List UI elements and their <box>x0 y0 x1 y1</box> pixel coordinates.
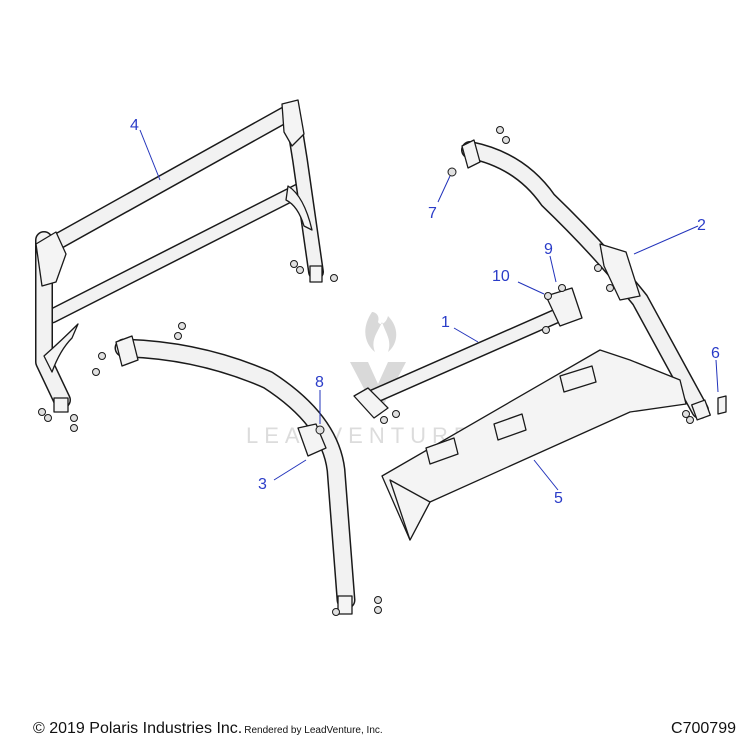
callout-9: 9 <box>544 241 553 258</box>
callout-3: 3 <box>258 476 267 493</box>
callout-8: 8 <box>315 374 324 391</box>
part-3-left-roll-bar <box>92 322 382 616</box>
copyright-text: © 2019 Polaris Industries Inc. <box>33 720 243 737</box>
callout-labels: 1 2 3 4 5 6 7 8 9 10 <box>130 117 720 507</box>
leader-lines <box>139 129 719 491</box>
callout-4: 4 <box>130 117 139 134</box>
callout-1: 1 <box>441 314 450 331</box>
rendered-by-text: Rendered by LeadVenture, Inc. <box>244 725 383 736</box>
hardware <box>315 167 727 435</box>
part-5-dash-panel <box>381 349 687 541</box>
part-2-right-roll-bar <box>461 126 711 424</box>
footer-copyright-line: © 2019 Polaris Industries Inc.Rendered b… <box>33 720 383 738</box>
watermark-text: LEADVENTURE <box>246 423 475 448</box>
part-4-rear-frame <box>35 99 338 432</box>
callout-10: 10 <box>492 268 510 285</box>
leadventure-watermark: LEADVENTURE <box>246 312 475 448</box>
callout-6: 6 <box>711 345 720 362</box>
callout-5: 5 <box>554 490 563 507</box>
diagram-code: C700799 <box>671 720 736 737</box>
callout-2: 2 <box>697 217 706 234</box>
callout-7: 7 <box>428 205 437 222</box>
